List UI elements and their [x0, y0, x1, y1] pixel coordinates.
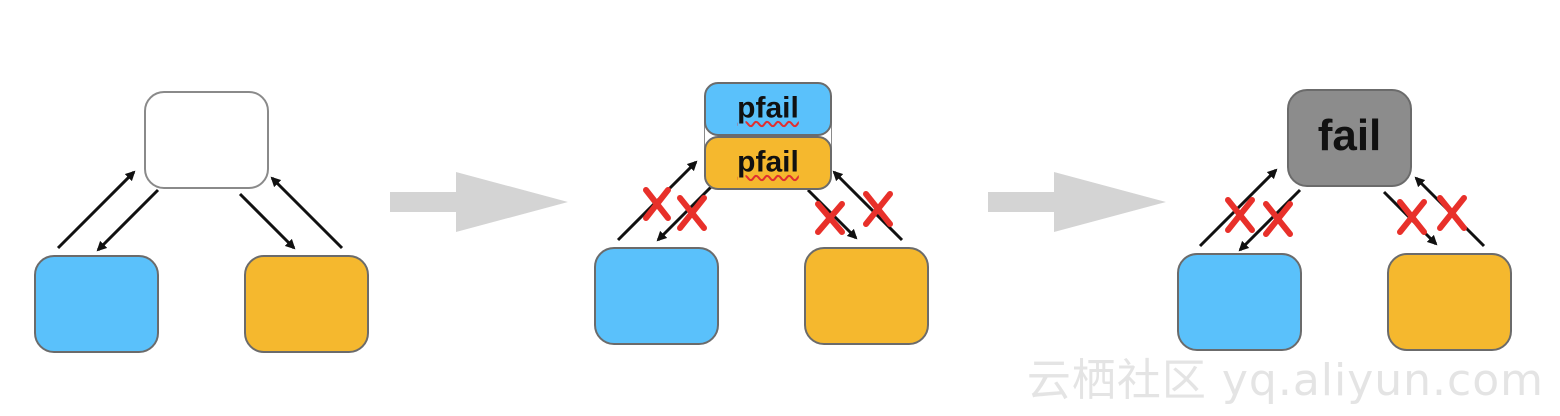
replica-node-orange — [804, 247, 929, 345]
replica-node-orange — [1387, 253, 1512, 351]
replica-node-blue — [1177, 253, 1302, 351]
fail-label: fail — [1317, 111, 1382, 160]
pfail-label: pfail — [737, 145, 799, 179]
red-cross-icon — [815, 201, 845, 235]
transition-arrow — [390, 172, 568, 232]
replica-node-blue — [34, 255, 159, 353]
red-cross-icon — [677, 195, 707, 231]
master-pfail-view-blue: pfail — [704, 82, 832, 136]
link-arrow — [238, 192, 296, 250]
replica-node-blue — [594, 247, 719, 345]
red-cross-icon — [1437, 195, 1467, 231]
master-pfail-view-orange: pfail — [704, 136, 832, 190]
link-arrow — [832, 170, 904, 242]
stage2-crosses — [643, 187, 893, 235]
red-cross-icon — [1397, 199, 1427, 235]
stage1-links — [56, 170, 344, 252]
red-cross-icon — [1225, 197, 1255, 233]
red-cross-icon — [643, 187, 671, 221]
master-node — [144, 91, 269, 189]
pfail-label: pfail — [737, 91, 799, 125]
replica-node-orange — [244, 255, 369, 353]
master-node-failed: fail — [1287, 89, 1412, 187]
watermark: 云栖社区 yq.aliyun.com — [1026, 355, 1544, 406]
red-cross-icon — [1263, 201, 1293, 237]
transition-arrow — [988, 172, 1166, 232]
red-cross-icon — [863, 191, 893, 227]
link-arrow — [270, 176, 344, 250]
link-arrow — [656, 184, 714, 242]
stage3-crosses — [1225, 195, 1467, 237]
link-arrow — [56, 170, 136, 250]
link-arrow — [96, 188, 160, 252]
link-arrow — [1238, 188, 1302, 252]
